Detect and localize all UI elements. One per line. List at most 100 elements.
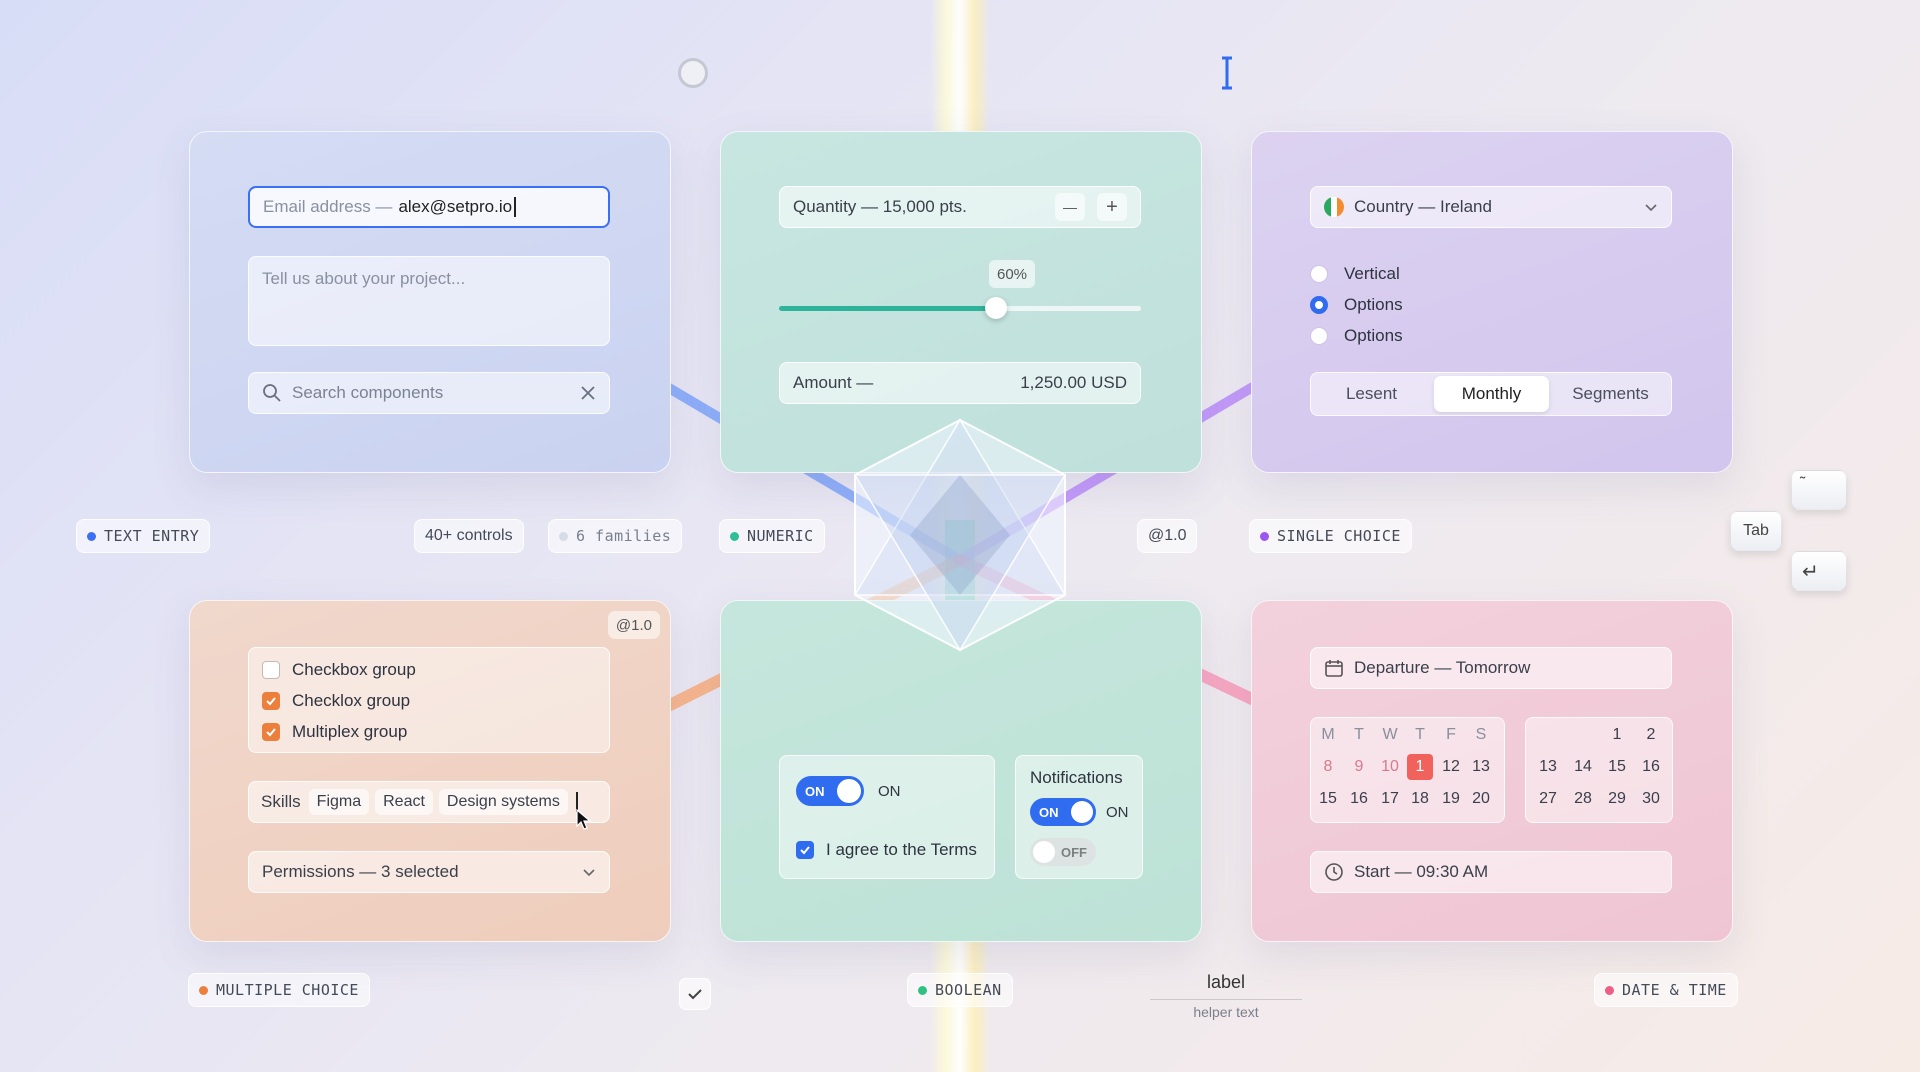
checkbox-checked[interactable]	[262, 691, 280, 710]
category-dot	[1260, 531, 1269, 541]
tag-label: NUMERIC	[747, 527, 814, 545]
search-icon	[263, 384, 281, 402]
calendar-month-2: 1 2 13 14 15 16 27 28 29 30	[1525, 717, 1673, 823]
calendar-day[interactable]: 15	[1319, 790, 1337, 807]
calendar-day[interactable]: 17	[1381, 790, 1399, 807]
checkbox-item-checked[interactable]: Checklox group	[262, 685, 596, 716]
radio-option-options[interactable]: Options	[1310, 320, 1403, 351]
calendar-day[interactable]: 16	[1642, 758, 1660, 775]
tag-label: MULTIPLE CHOICE	[216, 981, 359, 999]
radio-button-selected[interactable]	[1310, 295, 1328, 314]
increment-button[interactable]: +	[1097, 193, 1127, 221]
calendar-day[interactable]: 20	[1472, 790, 1490, 807]
tag-label: BOOLEAN	[935, 981, 1002, 999]
date-time-panel: Departure — Tomorrow M T W T F S 8 9 10 …	[1251, 600, 1733, 942]
checkmark-icon	[688, 989, 702, 1000]
calendar-day-selected[interactable]: 1	[1407, 754, 1433, 780]
project-textarea[interactable]: Tell us about your project...	[248, 256, 610, 346]
search-input[interactable]: Search components	[248, 372, 610, 414]
toggle-switch-on[interactable]: ON	[796, 776, 864, 806]
section-tag-single-choice: SINGLE CHOICE	[1249, 519, 1412, 553]
checkbox-label: Checkbox group	[292, 659, 416, 679]
multiple-choice-panel: @1.0 Checkbox group Checklox group Multi…	[189, 600, 671, 942]
calendar-day[interactable]: 16	[1350, 790, 1368, 807]
skill-tag-figma[interactable]: Figma	[308, 789, 370, 815]
permissions-select[interactable]: Permissions — 3 selected	[248, 851, 610, 893]
enter-key: ↵	[1791, 551, 1847, 591]
radio-option-vertical[interactable]: Vertical	[1310, 258, 1403, 289]
calendar-day[interactable]: 30	[1642, 790, 1660, 807]
checkmark-icon	[800, 846, 810, 855]
segment-segments[interactable]: Segments	[1572, 384, 1649, 403]
skills-tag-input[interactable]: Skills Figma React Design systems	[248, 781, 610, 823]
amount-field[interactable]: Amount — 1,250.00 USD	[779, 362, 1141, 404]
calendar-month-1: M T W T F S 8 9 10 1 12 13 15 16 17 18 1…	[1310, 717, 1505, 823]
skill-tag-react[interactable]: React	[375, 789, 433, 815]
radio-option-options-selected[interactable]: Options	[1310, 289, 1403, 320]
email-label: Email address —	[263, 197, 393, 216]
checkmark-icon	[266, 727, 276, 736]
segment-monthly[interactable]: Monthly	[1434, 376, 1549, 412]
quantity-stepper[interactable]: Quantity — 15,000 pts. — +	[779, 186, 1141, 228]
text-entry-panel: Email address — alex@setpro.io Tell us a…	[189, 131, 671, 473]
radio-label: Options	[1344, 294, 1403, 314]
radio-button[interactable]	[1310, 326, 1328, 345]
calendar-day[interactable]: 8	[1323, 758, 1333, 775]
toggle-switch-on[interactable]: ON	[1030, 798, 1096, 826]
slider-thumb[interactable]	[985, 297, 1008, 319]
calendar-day[interactable]: 2	[1646, 726, 1656, 743]
departure-date-field[interactable]: Departure — Tomorrow	[1310, 647, 1672, 689]
category-dot	[87, 531, 96, 541]
skills-label: Skills	[261, 792, 301, 811]
radio-circle-icon	[678, 58, 708, 88]
close-icon[interactable]	[580, 385, 596, 401]
weekday-label: T	[1415, 726, 1425, 743]
checkbox-item[interactable]: Checkbox group	[262, 654, 596, 685]
country-select[interactable]: Country — Ireland	[1310, 186, 1672, 228]
calendar-day[interactable]: 13	[1539, 758, 1557, 775]
calendar-day[interactable]: 13	[1472, 758, 1490, 775]
families-count-chip: 6 families	[548, 519, 683, 553]
calendar-day[interactable]: 10	[1381, 758, 1399, 775]
radio-label: Vertical	[1344, 263, 1400, 283]
checkbox-label: Checklox group	[292, 690, 411, 710]
clock-icon	[1325, 863, 1343, 881]
chip-label: 40+ controls	[425, 527, 513, 544]
toggle-state: ON	[805, 783, 825, 799]
text-caret	[514, 197, 516, 217]
tag-label: SINGLE CHOICE	[1277, 527, 1401, 545]
calendar-day[interactable]: 27	[1539, 790, 1557, 807]
section-tag-boolean: BOOLEAN	[907, 973, 1013, 1007]
calendar-day[interactable]: 29	[1608, 790, 1626, 807]
checkbox[interactable]	[262, 660, 280, 679]
calendar-day[interactable]: 15	[1608, 758, 1626, 775]
skill-tag-design-systems[interactable]: Design systems	[438, 789, 568, 815]
email-value: alex@setpro.io	[398, 197, 513, 216]
decrement-button[interactable]: —	[1055, 193, 1085, 221]
field-label: label	[1206, 972, 1246, 992]
tilde-key: ˜	[1791, 470, 1847, 510]
calendar-day[interactable]: 18	[1411, 790, 1429, 807]
calendar-day[interactable]: 28	[1574, 790, 1592, 807]
start-time-field[interactable]: Start — 09:30 AM	[1310, 851, 1672, 893]
calendar-day[interactable]: 14	[1574, 758, 1592, 775]
weekday-label: W	[1382, 726, 1398, 743]
checkbox-item-checked[interactable]: Multiplex group	[262, 716, 596, 747]
segment-lesent[interactable]: Lesent	[1345, 384, 1398, 403]
radio-group: Vertical Options Options	[1310, 258, 1403, 351]
calendar-day[interactable]: 12	[1442, 758, 1460, 775]
toggle-label: ON	[878, 782, 901, 800]
calendar-day[interactable]: 19	[1442, 790, 1460, 807]
calendar-day[interactable]: 9	[1354, 758, 1364, 775]
radio-button[interactable]	[1310, 264, 1328, 283]
terms-checkbox[interactable]	[796, 841, 814, 859]
slider-track[interactable]	[779, 297, 1141, 319]
toggle-label: ON	[1106, 803, 1129, 821]
terms-checkbox-row[interactable]: I agree to the Terms	[796, 840, 977, 860]
email-field[interactable]: Email address — alex@setpro.io	[248, 186, 610, 228]
toggle-switch-off[interactable]: OFF	[1030, 838, 1096, 866]
tag-label: TEXT ENTRY	[104, 527, 200, 545]
calendar-day[interactable]: 1	[1612, 726, 1622, 743]
checkbox-checked[interactable]	[262, 722, 280, 741]
tag-label: DATE & TIME	[1622, 981, 1727, 999]
